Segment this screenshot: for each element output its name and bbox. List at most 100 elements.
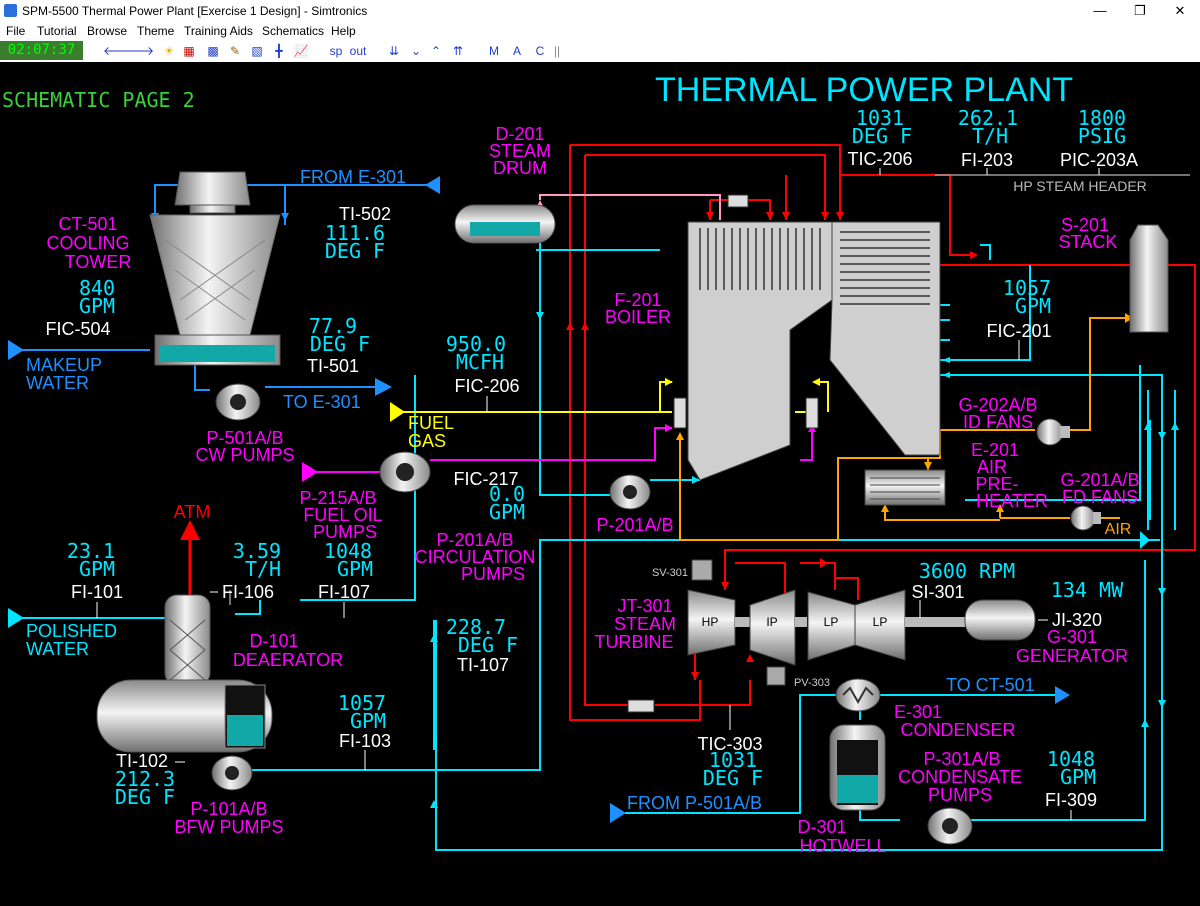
valve-icons[interactable] bbox=[627, 194, 749, 713]
pump-p101[interactable] bbox=[211, 755, 253, 791]
si301-value: 3600 RPM bbox=[919, 559, 1015, 583]
fic217-tag: FIC-217 bbox=[453, 469, 518, 489]
tree-icon[interactable]: ╋ bbox=[275, 44, 283, 58]
p501-label-1: P-501A/B bbox=[206, 428, 283, 448]
d201-label-3: DRUM bbox=[493, 158, 547, 178]
flow-arrows bbox=[8, 176, 1179, 823]
ct501-label-2: COOLING bbox=[46, 233, 129, 253]
fi103-value: 1057 bbox=[338, 691, 386, 715]
e201-label-4: HEATER bbox=[976, 491, 1048, 511]
p215-label-2: FUEL OIL bbox=[303, 505, 382, 525]
fic201-unit: GPM bbox=[1015, 294, 1051, 318]
fic504-tag: FIC-504 bbox=[45, 319, 110, 339]
f201-label-2: BOILER bbox=[605, 307, 671, 327]
pump-p215[interactable] bbox=[379, 451, 431, 493]
makeup-label-1: MAKEUP bbox=[26, 355, 102, 375]
minimize-icon[interactable]: — bbox=[1093, 3, 1107, 18]
lp-stage-label-2: LP bbox=[873, 615, 888, 629]
g202-label-1: G-202A/B bbox=[958, 395, 1037, 415]
chevron-down-icon[interactable]: ⌄ bbox=[410, 44, 422, 58]
pencil-icon[interactable]: ✎ bbox=[229, 44, 241, 58]
e301-label-2: CONDENSER bbox=[900, 720, 1015, 740]
double-down-icon[interactable]: ⇊ bbox=[388, 44, 400, 58]
boiler-f201[interactable] bbox=[673, 221, 941, 481]
equipment-labels: D-201 STEAM DRUM CT-501 COOLING TOWER F-… bbox=[46, 124, 1139, 856]
forward-arrow-icon[interactable]: 🡒 bbox=[122, 44, 155, 58]
steam-turbine-jt301[interactable] bbox=[687, 559, 965, 686]
menu-help[interactable]: Help bbox=[331, 24, 356, 38]
trend-icon[interactable]: 📈 bbox=[293, 44, 309, 58]
menu-schematics[interactable]: Schematics bbox=[262, 24, 325, 38]
pump-p301[interactable] bbox=[927, 807, 973, 845]
p201-circ-label-1: P-201A/B bbox=[436, 530, 513, 550]
s201-label-1: S-201 bbox=[1061, 215, 1109, 235]
sim-clock: 02:07:37 bbox=[0, 41, 83, 60]
fan-g201[interactable] bbox=[1070, 505, 1101, 531]
pump-p501[interactable] bbox=[215, 383, 261, 421]
jt301-label-1: JT-301 bbox=[617, 596, 672, 616]
jt301-label-2: STEAM bbox=[614, 614, 676, 634]
ti501-tag: TI-501 bbox=[307, 356, 359, 376]
close-icon[interactable]: ✕ bbox=[1174, 3, 1186, 18]
polished-label-2: WATER bbox=[26, 639, 89, 659]
sv301-label: SV-301 bbox=[652, 567, 688, 579]
g201-label-2: FD FANS bbox=[1062, 487, 1138, 507]
condenser-e301[interactable] bbox=[835, 678, 881, 712]
instrument-tags[interactable]: TIC-206 FI-203 PIC-203A TI-502 FIC-504 T… bbox=[45, 149, 1138, 810]
stack-s201[interactable] bbox=[1129, 224, 1169, 333]
toolbar-separator: || bbox=[553, 44, 561, 58]
sp-button[interactable]: sp bbox=[329, 44, 343, 58]
process-schematic: SCHEMATIC PAGE 2 THERMAL POWER PLANT D-2… bbox=[2, 71, 1196, 856]
fan-g202[interactable] bbox=[1036, 418, 1070, 446]
restore-icon[interactable]: ❐ bbox=[1134, 3, 1146, 18]
fic206-unit: MCFH bbox=[456, 350, 504, 374]
p301-label-3: PUMPS bbox=[928, 785, 992, 805]
auto-mode-button[interactable]: A bbox=[512, 44, 521, 58]
menu-training-aids[interactable]: Training Aids bbox=[184, 24, 253, 38]
fi309-tag: FI-309 bbox=[1045, 790, 1097, 810]
fi309-unit: GPM bbox=[1060, 765, 1096, 789]
sun-icon[interactable]: ☀ bbox=[163, 44, 175, 58]
chevron-up-icon[interactable]: ⌃ bbox=[430, 44, 442, 58]
ti502-value: 111.6 bbox=[325, 221, 385, 245]
p501-label-2: CW PUMPS bbox=[196, 445, 295, 465]
generator-g301[interactable] bbox=[964, 599, 1036, 641]
p301-label-1: P-301A/B bbox=[923, 749, 1000, 769]
chart-icon[interactable]: ▦ bbox=[183, 44, 195, 58]
p201-circ-label-3: PUMPS bbox=[461, 564, 525, 584]
water-lines bbox=[20, 235, 1176, 851]
window-title: SPM-5500 Thermal Power Plant [Exercise 1… bbox=[22, 4, 368, 18]
menu-browse[interactable]: Browse bbox=[87, 24, 128, 38]
air-label: AIR bbox=[1105, 521, 1132, 538]
menu-tutorial[interactable]: Tutorial bbox=[37, 24, 77, 38]
ti107-unit: DEG F bbox=[458, 633, 518, 657]
cooling-tower-ct501[interactable] bbox=[149, 171, 281, 366]
steam-drum-d201[interactable] bbox=[454, 204, 556, 244]
menu-theme[interactable]: Theme bbox=[137, 24, 175, 38]
hotwell-d301[interactable] bbox=[829, 724, 886, 811]
instrument-values: 1031 DEG F 262.1 T/H 1800 PSIG 111.6 DEG… bbox=[67, 106, 1126, 809]
back-arrow-icon[interactable]: 🡐 bbox=[103, 44, 136, 58]
manual-mode-button[interactable]: M bbox=[489, 44, 499, 58]
makeup-label-2: WATER bbox=[26, 373, 89, 393]
cascade-mode-button[interactable]: C bbox=[535, 44, 545, 58]
fi203-value: 262.1 bbox=[958, 106, 1018, 130]
fi106-tag: FI-106 bbox=[222, 582, 274, 602]
from-e301-label: FROM E-301 bbox=[300, 167, 406, 187]
pump-p201[interactable] bbox=[609, 474, 651, 510]
ct501-label-3: TOWER bbox=[65, 252, 132, 272]
toolbar: 02:07:37 🡐 🡒 ☀ ▦ ▩ ✎ ▧ ╋ 📈 sp out ⇊ ⌄ ⌃ … bbox=[0, 40, 1200, 62]
out-button[interactable]: out bbox=[349, 44, 367, 58]
double-up-icon[interactable]: ⇈ bbox=[452, 44, 464, 58]
ji320-value: 134 MW bbox=[1051, 578, 1124, 602]
p301-label-2: CONDENSATE bbox=[898, 767, 1022, 787]
hp-stage-label: HP bbox=[702, 615, 719, 629]
deaerator-d101[interactable] bbox=[96, 594, 273, 753]
bars-icon[interactable]: ▩ bbox=[207, 44, 219, 58]
to-ct501-label: TO CT-501 bbox=[946, 675, 1035, 695]
air-preheater-e201[interactable] bbox=[864, 469, 946, 506]
atm-arrow-icon bbox=[180, 520, 200, 540]
grid-icon[interactable]: ▧ bbox=[251, 44, 263, 58]
gray-lines bbox=[229, 174, 1190, 605]
menu-file[interactable]: File bbox=[6, 24, 26, 38]
